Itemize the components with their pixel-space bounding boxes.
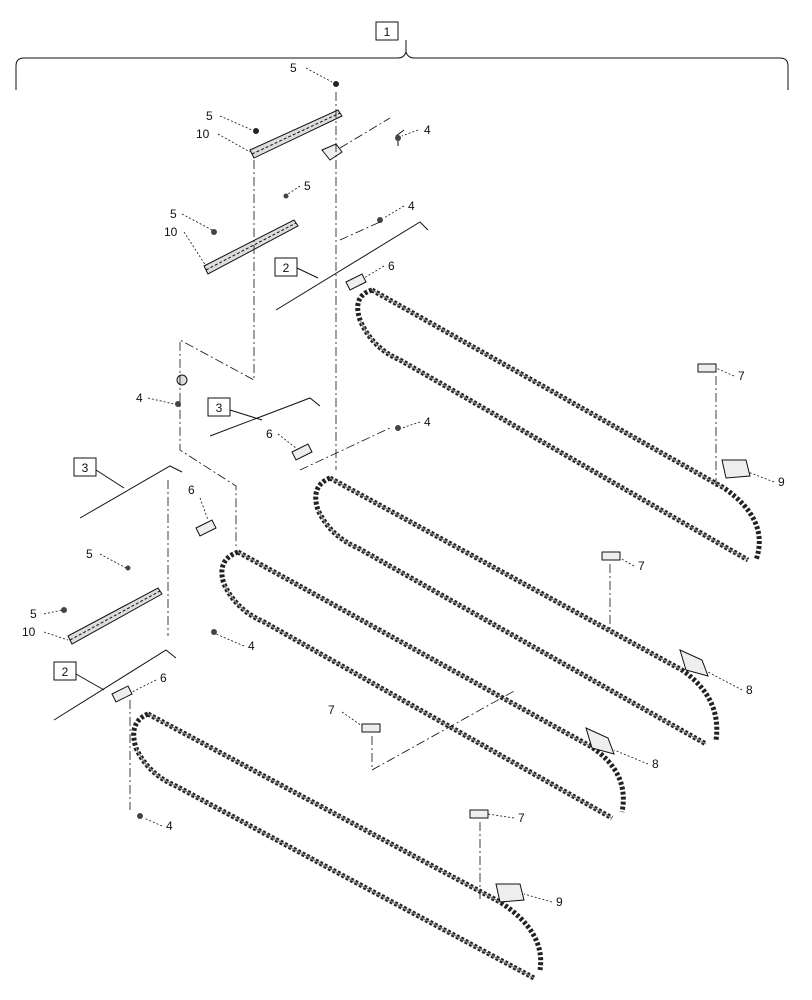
callout-3: 3 <box>82 461 89 475</box>
callout-4: 4 <box>408 199 415 213</box>
center-lines <box>129 92 717 900</box>
callout-7: 7 <box>328 703 335 717</box>
callout-10: 10 <box>22 625 36 639</box>
middle-slat-group <box>203 193 383 275</box>
callout-6: 6 <box>266 427 273 441</box>
callout-10: 10 <box>164 225 178 239</box>
link-part-9 <box>495 883 525 903</box>
assembly-bracket: 1 <box>15 21 789 90</box>
callout-5: 5 <box>30 607 37 621</box>
link-part-7 <box>469 809 489 819</box>
callout-7: 7 <box>738 369 745 383</box>
link-part-7 <box>697 363 717 373</box>
callout-9: 9 <box>778 475 785 489</box>
callout-5: 5 <box>304 179 311 193</box>
lower-slat-group <box>61 565 163 645</box>
link-part-7 <box>601 551 621 561</box>
bolt-part-5 <box>61 607 67 613</box>
screw-part-4 <box>395 425 401 431</box>
screw-part-4 <box>211 629 217 635</box>
reference-planes <box>53 221 429 721</box>
callout-4: 4 <box>136 391 143 405</box>
connector-part-6 <box>195 519 217 537</box>
upper-slat-group <box>249 81 405 161</box>
link-part-9 <box>721 459 751 479</box>
callout-box-2 <box>53 661 77 681</box>
bolt-part-5 <box>333 81 339 87</box>
connector-part-6 <box>111 685 133 703</box>
chain-loop-1 <box>355 287 762 563</box>
callout-boxes: 2 3 3 2 <box>53 257 319 691</box>
callout-4: 4 <box>166 819 173 833</box>
bolt-part-5 <box>211 229 217 235</box>
callout-box-1 <box>375 21 399 41</box>
callout-8: 8 <box>652 757 659 771</box>
callout-6: 6 <box>160 671 167 685</box>
chain-loop-3 <box>219 549 626 821</box>
callout-6: 6 <box>388 259 395 273</box>
screw-part-4 <box>175 401 181 407</box>
callout-box-2 <box>274 257 298 277</box>
chain-loop-4 <box>131 711 544 981</box>
link-part-7 <box>361 723 381 733</box>
callout-4: 4 <box>248 639 255 653</box>
callout-1: 1 <box>384 25 391 39</box>
slat-part-10 <box>249 109 343 159</box>
callout-5: 5 <box>86 547 93 561</box>
bolt-part-5 <box>253 128 259 134</box>
number-callouts: 5 5 10 4 5 4 5 10 6 7 4 4 6 9 6 5 7 5 <box>22 61 785 909</box>
bracket-part <box>321 143 343 161</box>
callout-2: 2 <box>283 261 290 275</box>
bracket-part <box>176 374 188 386</box>
connector-parts <box>111 273 751 903</box>
callout-2: 2 <box>62 665 69 679</box>
callout-box-3 <box>73 457 97 477</box>
chain-loop-2 <box>313 475 720 747</box>
callout-4: 4 <box>424 415 431 429</box>
callout-8: 8 <box>746 683 753 697</box>
callout-box-3 <box>207 397 231 417</box>
screw-part-4 <box>395 135 401 141</box>
bolt-part-5 <box>125 565 131 571</box>
screw-part-4 <box>377 217 383 223</box>
callout-7: 7 <box>638 559 645 573</box>
screw-part-4 <box>137 813 143 819</box>
link-part-8 <box>679 649 709 677</box>
callout-6: 6 <box>188 483 195 497</box>
connector-part-6 <box>291 443 313 461</box>
callout-7: 7 <box>518 811 525 825</box>
callout-4: 4 <box>424 123 431 137</box>
callout-10: 10 <box>196 127 210 141</box>
link-part-8 <box>585 727 615 755</box>
bolt-part-5 <box>283 193 289 199</box>
callout-5: 5 <box>170 207 177 221</box>
callout-3: 3 <box>216 401 223 415</box>
callout-9: 9 <box>556 895 563 909</box>
callout-5: 5 <box>206 109 213 123</box>
callout-5: 5 <box>290 61 297 75</box>
connector-part-6 <box>345 273 367 291</box>
